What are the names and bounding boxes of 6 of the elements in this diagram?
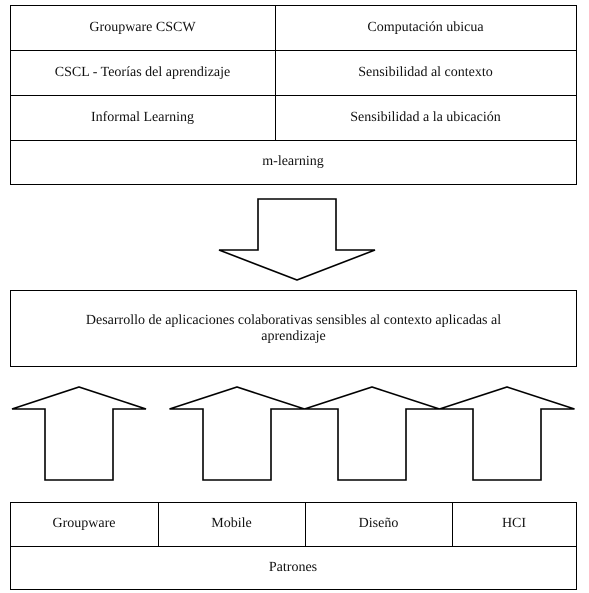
block-arrow [11,386,147,481]
block-arrow [438,386,576,481]
block-arrow [168,386,306,481]
block-arrow [304,386,440,481]
block-arrow [218,198,376,281]
text-box: Desarrollo de aplicaciones colaborativas sensibles al contexto aplicadas al aprendizaje [10,290,577,367]
